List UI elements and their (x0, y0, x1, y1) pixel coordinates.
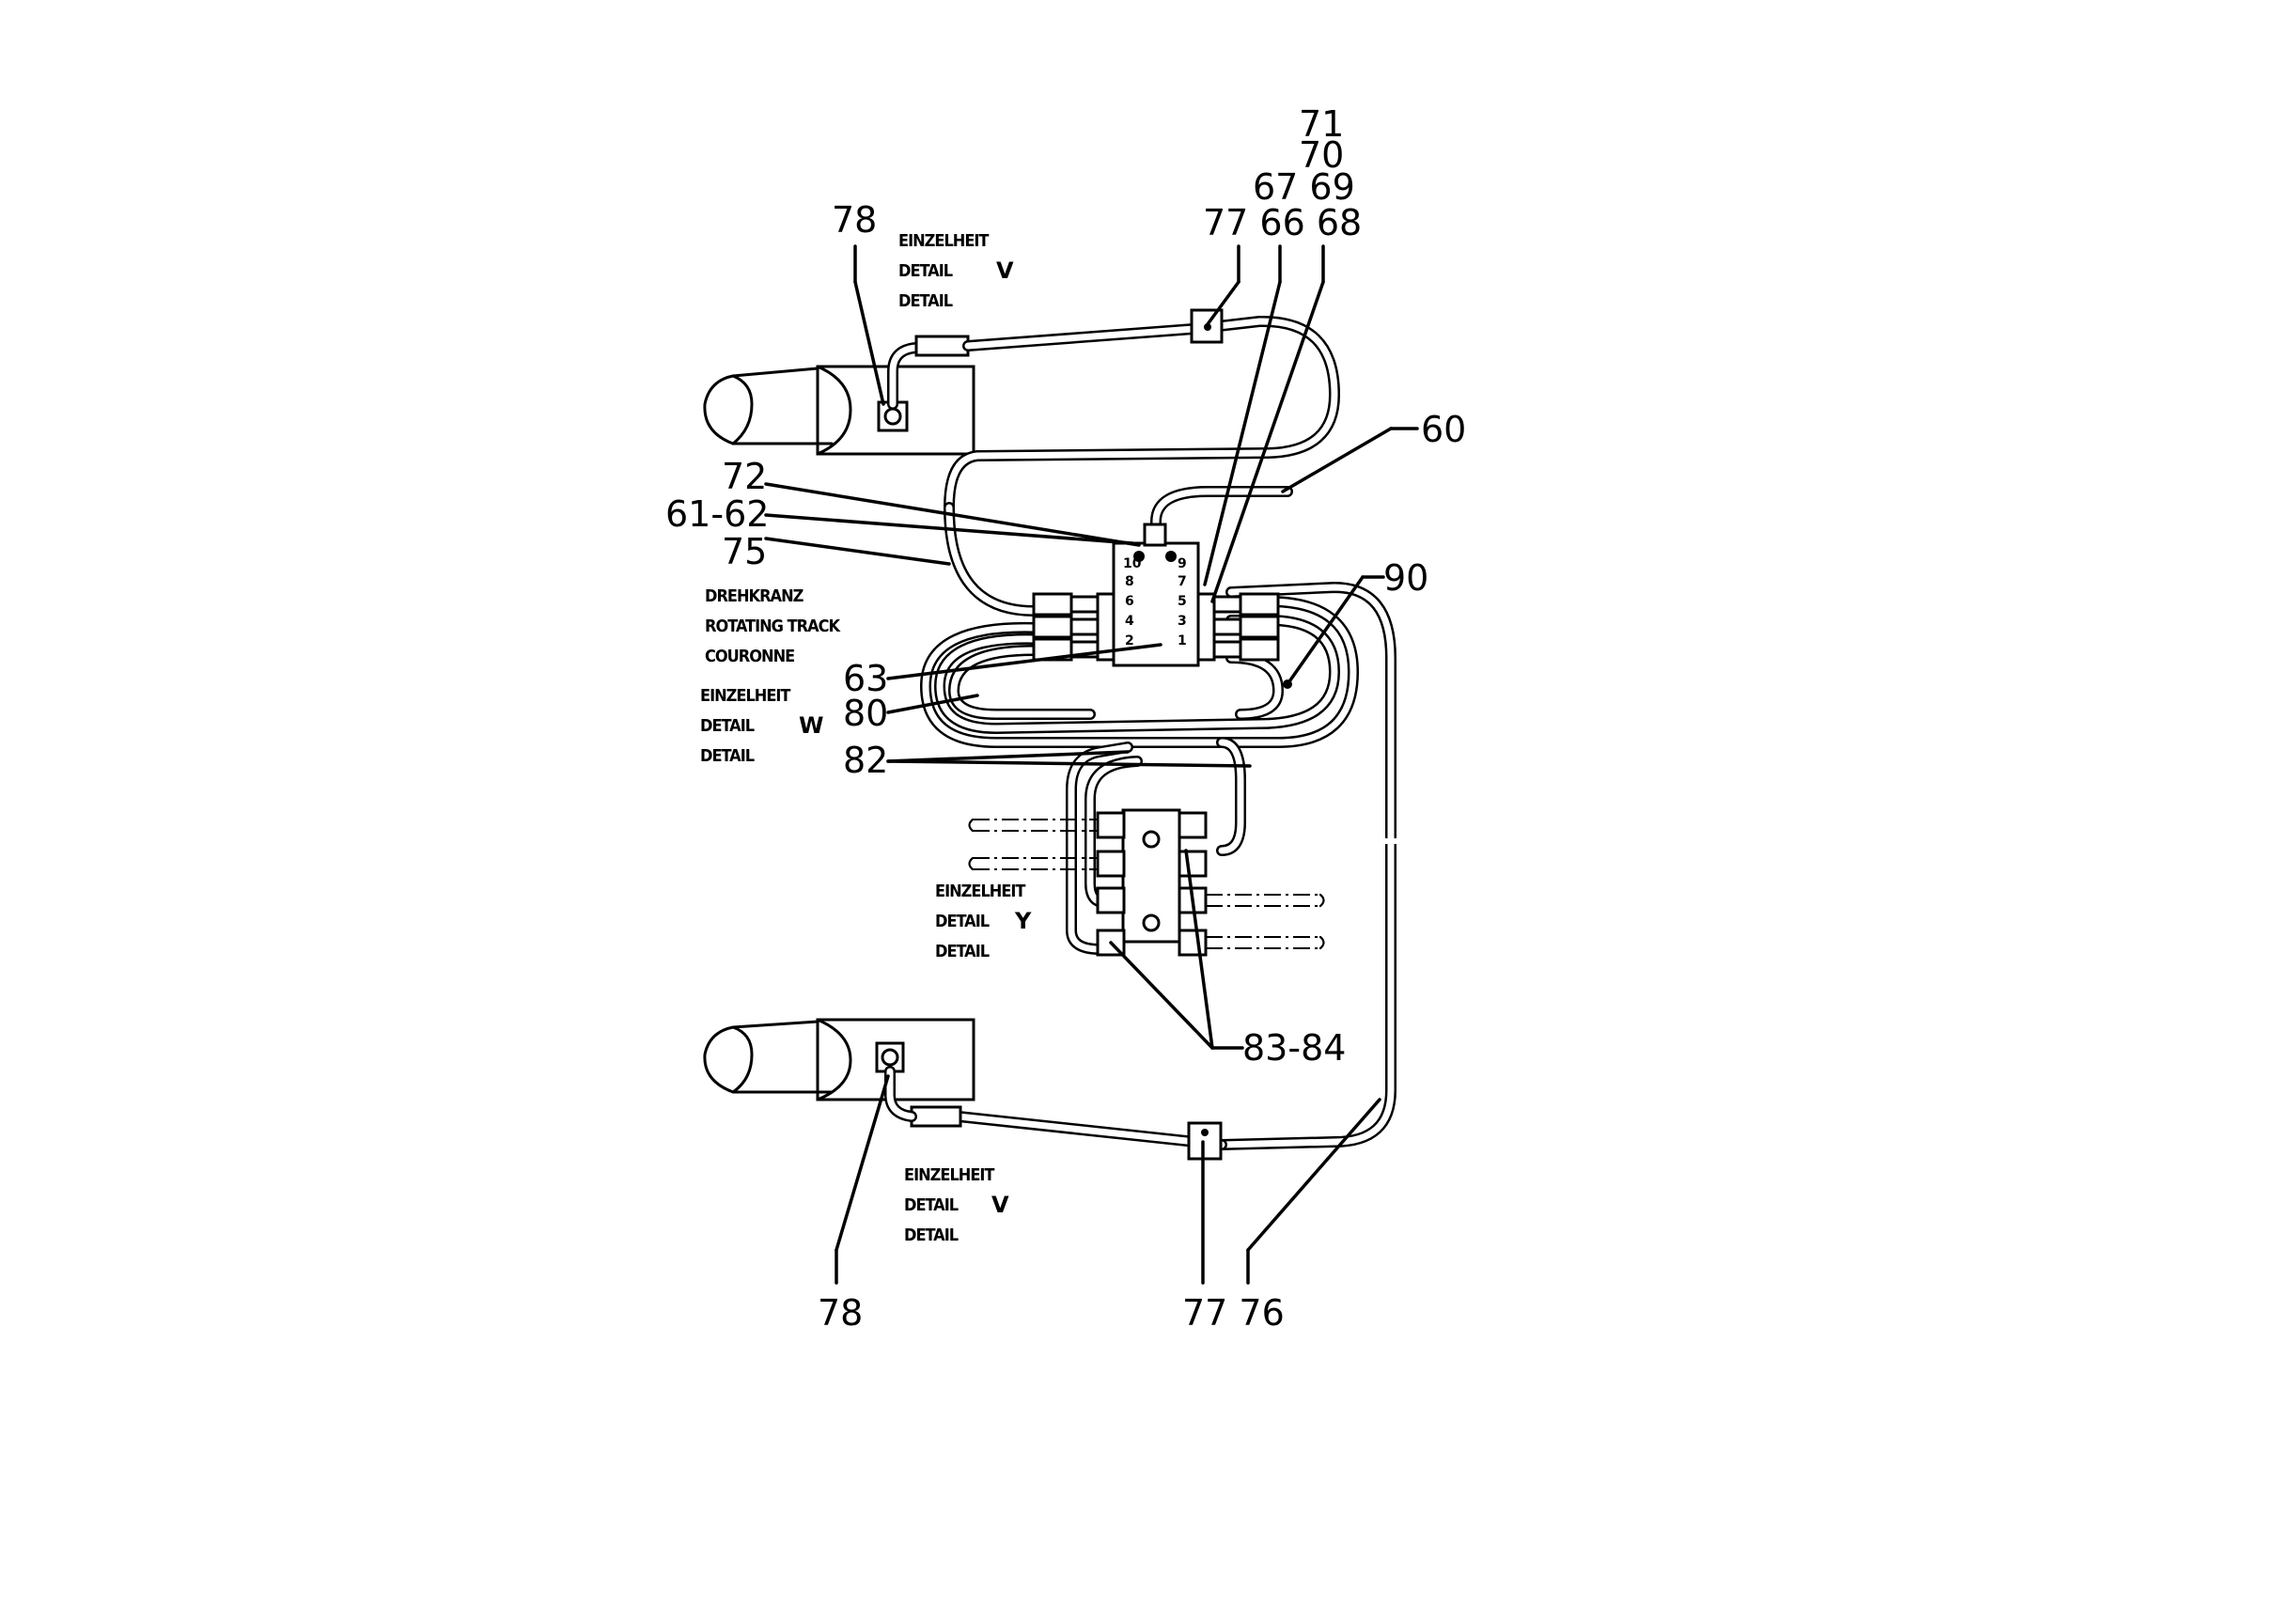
distributor-right-fittings (1196, 592, 1280, 662)
note-track-line3: COURONNE (705, 647, 794, 666)
distributor-inlet (1143, 523, 1167, 547)
callout-83-84: 83-84 (1242, 1027, 1346, 1069)
note-y-letter: Y (1014, 908, 1032, 934)
port-label-4: 4 (1125, 614, 1134, 629)
top-hose-ferrule (914, 335, 970, 357)
callout-75: 75 (722, 531, 767, 572)
port-label-7: 7 (1178, 574, 1187, 589)
bottom-cylinder-break-curve (731, 1025, 754, 1094)
leader-lines (764, 244, 1419, 1285)
port-label-1: 1 (1178, 633, 1187, 648)
note-v-bottom-letter: V (991, 1192, 1009, 1218)
top-clamp-bolt (1204, 323, 1211, 331)
callout-77-66-68: 77 66 68 (1203, 202, 1362, 243)
note-y-line2: DETAIL (935, 912, 990, 931)
note-detail-v-top: EINZELHEIT DETAIL V DETAIL (898, 231, 1014, 311)
distributor-indicator-right (1165, 551, 1177, 562)
note-detail-v-bottom: EINZELHEIT DETAIL V DETAIL (904, 1165, 1009, 1245)
port-label-9: 9 (1178, 556, 1187, 571)
top-cylinder-break-curve (731, 374, 754, 445)
port-label-10: 10 (1123, 556, 1142, 571)
callout-82: 82 (843, 740, 888, 781)
note-track-line1: DREHKRANZ (705, 586, 804, 606)
callout-60: 60 (1421, 409, 1466, 450)
top-cylinder-rod-upper (731, 367, 819, 378)
note-v-bottom-line3: DETAIL (904, 1226, 959, 1245)
note-v-top-letter: V (996, 258, 1014, 284)
callout-61-62: 61-62 (665, 493, 769, 535)
distributor-indicator-left (1133, 551, 1145, 562)
callout-63: 63 (843, 658, 888, 699)
detail-y-pipe-3 (1206, 894, 1320, 907)
top-cylinder-end-curve (816, 365, 852, 456)
note-w-letter: W (799, 712, 823, 739)
note-w-line3: DETAIL (700, 746, 755, 766)
note-w-line1: EINZELHEIT (700, 686, 790, 706)
port-label-8: 8 (1125, 574, 1134, 589)
callout-77-76: 77 76 (1182, 1292, 1285, 1334)
port-label-5: 5 (1178, 594, 1187, 609)
top-cylinder (703, 365, 975, 456)
callout-78-top: 78 (832, 199, 877, 241)
callout-80: 80 (843, 693, 888, 734)
note-track-line2: ROTATING TRACK (705, 617, 842, 636)
detail-y-pipe-1 (973, 819, 1098, 832)
note-w-line2: DETAIL (700, 716, 755, 736)
distributor-left-fittings (1032, 592, 1116, 662)
callout-72: 72 (722, 456, 767, 497)
hose-lines (884, 308, 1400, 1161)
detail-y-block (968, 808, 1325, 957)
bottom-cylinder-rod-upper (731, 1020, 819, 1029)
progressive-distributor: 10 8 6 4 2 9 7 5 3 1 (1032, 523, 1292, 689)
callout-numbers: 71 70 67 69 77 66 68 78 60 72 61-62 75 9… (665, 103, 1466, 1334)
note-v-bottom-line2: DETAIL (904, 1195, 959, 1215)
detail-y-bore-lower (1142, 914, 1161, 932)
left-loop-hose (944, 502, 1039, 617)
bottom-grease-nipple (881, 1048, 899, 1067)
note-y-line3: DETAIL (935, 942, 990, 961)
note-rotating-track: DREHKRANZ ROTATING TRACK COURONNE (705, 586, 843, 666)
detail-y-block-body (1121, 808, 1181, 944)
note-v-top-line2: DETAIL (898, 261, 953, 281)
callout-70: 70 (1299, 134, 1344, 176)
port-label-2: 2 (1125, 633, 1134, 648)
bottom-clamp-bolt (1201, 1129, 1209, 1136)
port-label-6: 6 (1125, 594, 1134, 609)
port-label-3: 3 (1178, 614, 1187, 629)
detail-y-pipe-4 (1206, 936, 1320, 949)
callout-71: 71 (1299, 103, 1344, 145)
bottom-hose-ferrule (910, 1105, 962, 1128)
note-v-top-line3: DETAIL (898, 291, 953, 311)
note-detail-w: EINZELHEIT DETAIL W DETAIL (700, 686, 823, 766)
note-v-top-line1: EINZELHEIT (898, 231, 989, 251)
bottom-cylinder (703, 1018, 975, 1101)
callout-78-bottom: 78 (818, 1292, 863, 1334)
bottom-cylinder-rod-lower (703, 1025, 834, 1094)
note-y-line1: EINZELHEIT (935, 882, 1025, 901)
note-detail-y: EINZELHEIT DETAIL Y DETAIL (935, 882, 1032, 961)
detail-y-pipe-2 (973, 857, 1098, 870)
top-cylinder-rod-lower (703, 374, 834, 445)
note-v-bottom-line1: EINZELHEIT (904, 1165, 994, 1185)
callout-67-69: 67 69 (1253, 166, 1355, 208)
bottom-hose-clamp (1187, 1121, 1223, 1161)
callout-90: 90 (1383, 557, 1428, 599)
bottom-cylinder-end-curve (816, 1018, 852, 1101)
detail-y-bore-upper (1142, 830, 1161, 849)
